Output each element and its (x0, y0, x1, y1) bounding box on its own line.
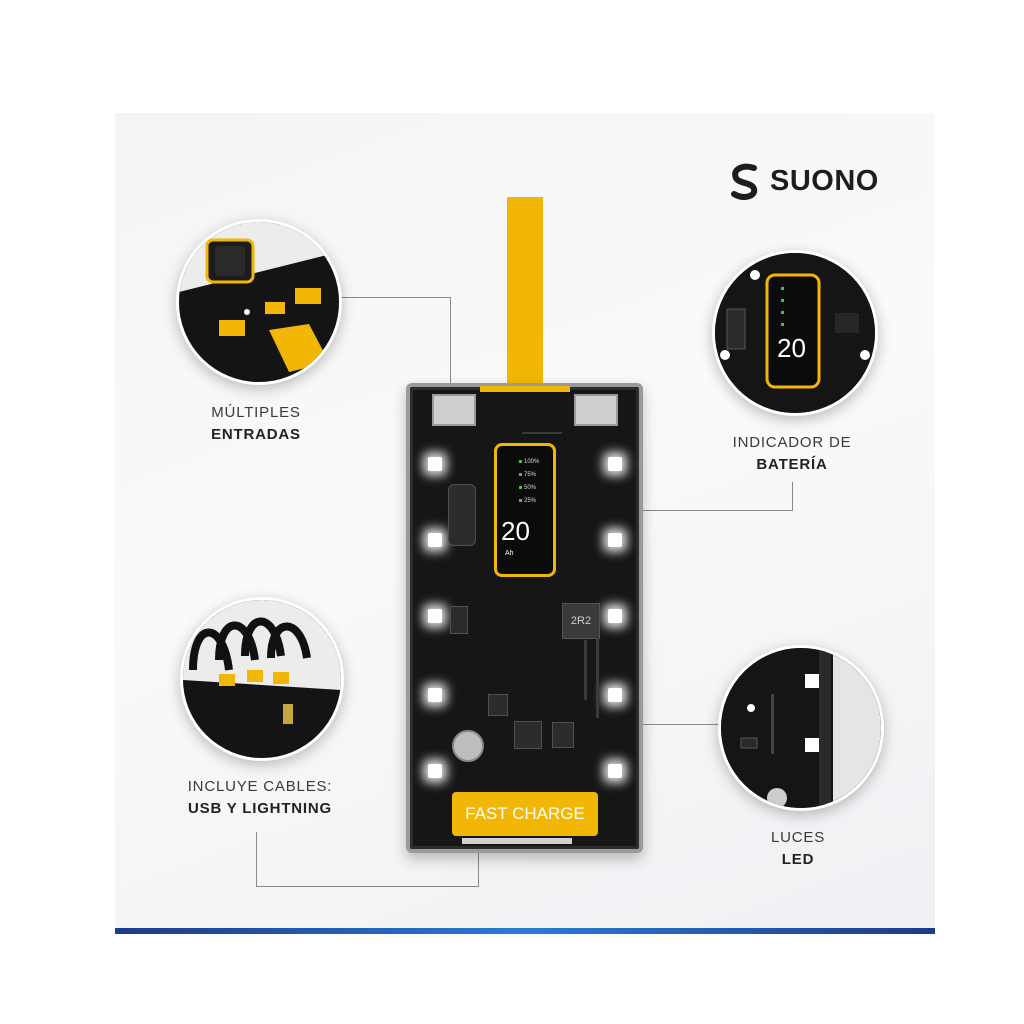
led-left-3 (428, 609, 442, 623)
inputs-label-line2: ENTRADAS (211, 426, 301, 443)
yellow-cable-ribbon (507, 197, 543, 387)
board-chip-5 (450, 606, 468, 634)
leds-label: LUCES LED (718, 827, 878, 871)
top-yellow-strip (480, 386, 570, 392)
connector-battery-h (522, 510, 792, 511)
top-right-port (574, 394, 618, 426)
led-right-4 (608, 688, 622, 702)
bottom-port (462, 838, 572, 844)
leds-label-line1: LUCES (770, 829, 826, 846)
board-chip-2 (514, 721, 542, 749)
inductor: 2R2 (562, 603, 600, 639)
board-trace-3 (522, 432, 562, 434)
level-25: 25% (519, 498, 536, 504)
battery-indicator-closeup-image: 20 (712, 250, 878, 416)
level-100: 100% (519, 459, 539, 465)
svg-text:20: 20 (777, 333, 806, 363)
level-75: 75% (519, 472, 536, 478)
led-left-5 (428, 764, 442, 778)
top-left-port (432, 394, 476, 426)
leds-label-line2: LED (781, 851, 815, 868)
bottom-accent-bar (115, 928, 935, 934)
battery-display: 100% 75% 50% 25% 20 Ah (494, 443, 556, 577)
level-50: 50% (519, 485, 536, 491)
connector-cables-h (256, 886, 478, 887)
connector-cables-v (256, 832, 257, 886)
led-left-4 (428, 688, 442, 702)
connector-inputs-h (330, 297, 450, 298)
leds-closeup-image (718, 645, 884, 811)
battery-closeup-illustration: 20 (715, 253, 875, 413)
cables-closeup-image (180, 597, 344, 761)
fast-charge-badge: FAST CHARGE (452, 792, 598, 836)
battery-label-line1: INDICADOR DE (732, 434, 852, 451)
cables-closeup-illustration (183, 600, 341, 758)
led-right-5 (608, 764, 622, 778)
inputs-label-line1: MÚLTIPLES (211, 404, 301, 421)
capacity-unit: Ah (505, 550, 514, 557)
brand-logo: SUONO (728, 162, 879, 200)
board-trace-2 (584, 640, 587, 700)
brand-name: SUONO (770, 164, 879, 197)
cables-label-line2: USB Y LIGHTNING (188, 800, 332, 817)
leds-closeup-illustration (721, 648, 881, 808)
led-left-2 (428, 533, 442, 547)
battery-label-line2: BATERÍA (756, 456, 828, 473)
s-wave-icon (731, 163, 758, 200)
capacitor (452, 730, 484, 762)
cables-label: INCLUYE CABLES: USB Y LIGHTNING (160, 776, 360, 820)
board-chip-3 (552, 722, 574, 748)
board-chip-4 (488, 694, 508, 716)
inputs-closeup-illustration (179, 222, 339, 382)
power-bank-body (406, 383, 643, 853)
led-right-2 (608, 533, 622, 547)
connector-inputs-v (450, 297, 451, 393)
board-trace-1 (596, 638, 599, 718)
connector-leds-h (612, 724, 722, 725)
cables-label-line1: INCLUYE CABLES: (187, 778, 333, 795)
capacity-number: 20 (501, 516, 530, 546)
connector-battery-v (792, 482, 793, 511)
inputs-label: MÚLTIPLES ENTRADAS (176, 402, 336, 446)
board-chip-1 (448, 484, 476, 546)
connector-cables-v2 (478, 848, 479, 887)
led-right-1 (608, 457, 622, 471)
inputs-closeup-image (176, 219, 342, 385)
led-left-1 (428, 457, 442, 471)
led-right-3 (608, 609, 622, 623)
battery-indicator-label: INDICADOR DE BATERÍA (712, 432, 872, 476)
